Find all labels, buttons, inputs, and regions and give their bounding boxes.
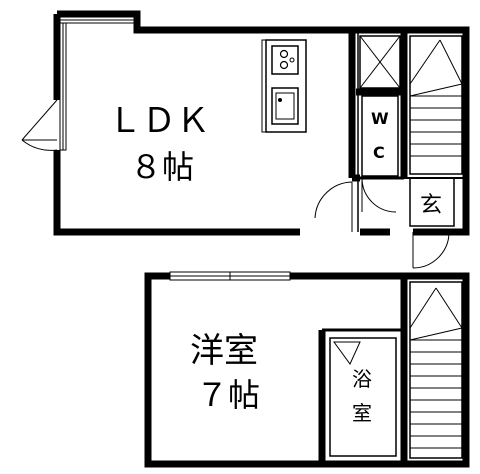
bath-label-line1: 浴: [352, 367, 372, 391]
wc-door: [361, 177, 397, 213]
upper-floor: [21, 10, 470, 269]
ldk-room-name: ＬＤＫ: [108, 101, 210, 141]
entrance-label: 玄: [420, 193, 442, 218]
ldk-side-door: [21, 99, 58, 151]
upper-stairs: [409, 35, 463, 175]
ldk-room-size: ８帖: [130, 148, 194, 186]
bath-label-line2: 室: [352, 401, 372, 425]
bath-door: [333, 341, 361, 365]
lower-stairs: [409, 281, 463, 459]
ldk-hall-door: [314, 181, 353, 232]
wc-label-line2: C: [373, 143, 385, 162]
entrance-area: [409, 177, 455, 227]
upper-outer-wall: [53, 10, 470, 236]
wc-room: [361, 95, 399, 177]
lower-outer-wall: [144, 272, 470, 468]
entrance-door: [412, 231, 450, 269]
western-room-size: ７帖: [196, 376, 260, 414]
wc-label-line1: W: [371, 109, 389, 128]
bathroom: [329, 337, 397, 457]
western-room-name: 洋室: [190, 331, 258, 371]
lower-floor: [144, 271, 470, 468]
